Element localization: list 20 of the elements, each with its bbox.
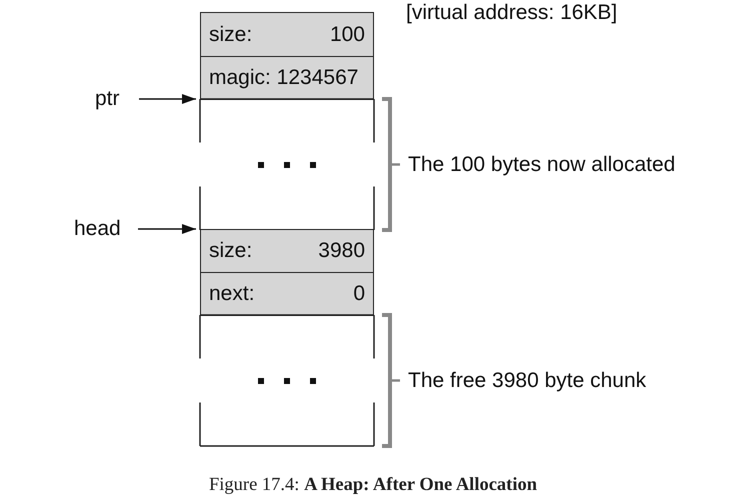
- field-value: 0: [353, 282, 365, 306]
- field-name: next:: [209, 282, 255, 306]
- arrow: [139, 94, 196, 104]
- field-name: size:: [209, 22, 252, 46]
- field-value: 3980: [318, 239, 365, 263]
- pointer-label: ptr: [95, 86, 125, 112]
- arrow: [138, 224, 196, 234]
- field-name: size:: [209, 239, 252, 263]
- header-field: [200, 272, 374, 316]
- header-field: [200, 229, 374, 273]
- header-field: [200, 12, 374, 57]
- field-value: 100: [330, 22, 365, 46]
- region-description: The 100 bytes now allocated: [408, 152, 676, 176]
- field-text: magic: 1234567: [209, 66, 358, 90]
- memory-region: [200, 315, 374, 446]
- address-note: [virtual address: 16KB]: [406, 1, 618, 25]
- region-description: The free 3980 byte chunk: [408, 368, 646, 392]
- figure-caption: Figure 17.4: A Heap: After One Allocation: [208, 474, 538, 496]
- header-field: [200, 56, 374, 100]
- pointer-label: head: [74, 216, 124, 242]
